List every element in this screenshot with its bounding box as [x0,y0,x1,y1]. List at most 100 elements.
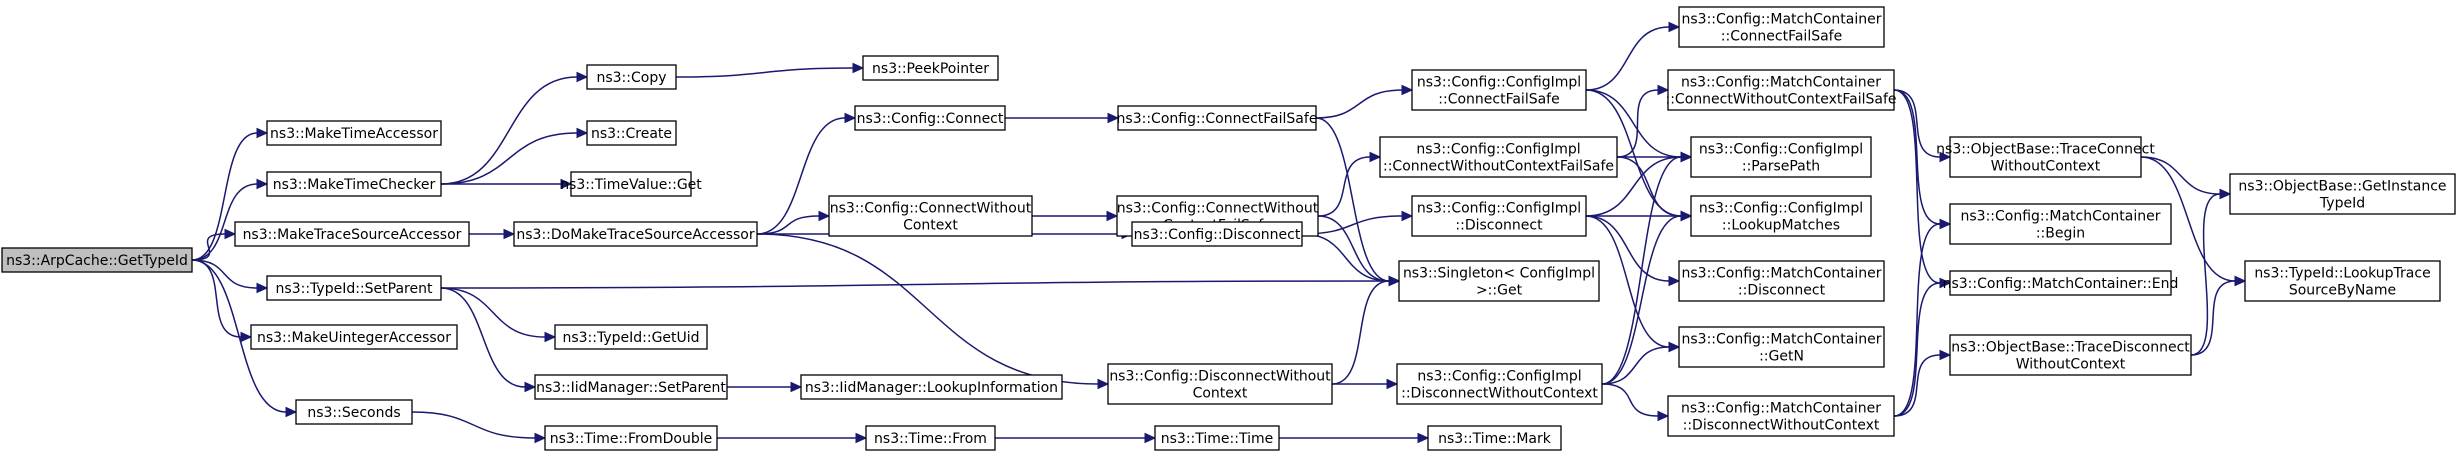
edge-cdwc-to-cidwc [1331,378,1399,390]
edge-obtcwc-to-obgit [2140,156,2232,200]
node-ns3-iidmanager-lookupinformation[interactable]: ns3::IidManager::LookupInformation [800,374,1063,400]
node-ns3-create[interactable]: ns3::Create [586,120,677,146]
edge-root-to-mtc [191,178,269,261]
node-label: ::LookupMatches [1722,218,1840,234]
node-ns3-config-connectfailsafe[interactable]: ns3::Config::ConnectFailSafe [1117,105,1318,131]
node-ns3-singleton-configimpl-get[interactable]: ns3::Singleton< ConfigImpl>::Get [1398,260,1600,302]
edge-obtdwc-to-obgit [2190,188,2232,356]
node-ns3-config-connect[interactable]: ns3::Config::Connect [854,105,1006,131]
node-ns3-seconds[interactable]: ns3::Seconds [295,399,413,425]
node-label: ns3::Config::ConfigImpl [1699,142,1863,158]
node-ns3-config-configimpl-connectfailsafe[interactable]: ns3::Config::ConfigImpl::ConnectFailSafe [1411,69,1587,111]
node-ns3-config-matchcontainer-getn[interactable]: ns3::Config::MatchContainer::GetN [1678,326,1885,368]
node-label: ::ConnectWithoutContextFailSafe [1383,159,1614,175]
node-label: ns3::TypeId::LookupTrace [2254,266,2430,282]
node-ns3-config-connectwithout-context[interactable]: ns3::Config::ConnectWithoutContext [828,195,1033,237]
node-label: ns3::PeekPointer [872,61,989,77]
node-ns3-config-configimpl-connectwithoutcontextfailsafe[interactable]: ns3::Config::ConfigImpl::ConnectWithoutC… [1379,136,1618,178]
node-label: ns3::Config::Connect [857,111,1004,127]
node-label: ns3::Singleton< ConfigImpl [1403,266,1595,282]
edge-fromdouble-to-tfrom [716,432,868,444]
node-ns3-config-matchcontainer-disconnect[interactable]: ns3::Config::MatchContainer::Disconnect [1678,260,1885,302]
edge-root-to-sec [191,259,298,418]
node-ns3-domaketracesourceaccessor[interactable]: ns3::DoMakeTraceSourceAccessor [513,221,758,247]
node-ns3-maketimeaccessor[interactable]: ns3::MakeTimeAccessor [266,120,442,146]
edge-dmtsa-to-ccwc [756,210,831,235]
node-label: ns3::MakeTimeAccessor [270,126,438,142]
edge-mtc-to-copy [440,71,589,185]
edge-dmtsa-to-cconnect [756,112,857,235]
node-label: ::Disconnect [1738,283,1826,299]
node-ns3-maketimechecker[interactable]: ns3::MakeTimeChecker [266,171,442,197]
edge-cicwcfs-to-mccwcfs [1616,84,1670,158]
node-label: ns3::Seconds [307,405,400,421]
node-ns3-objectbase-traceconnect-withoutcontext[interactable]: ns3::ObjectBase::TraceConnectWithoutCont… [1936,136,2155,178]
node-label: ns3::Copy [596,70,666,86]
edge-sp-to-iidsp [440,287,537,393]
node-ns3-time-mark[interactable]: ns3::Time::Mark [1427,425,1562,451]
edge-cconnect-to-ccfs [1005,112,1120,124]
node-label: ns3::Config::MatchContainer [1682,332,1882,348]
node-ns3-config-matchcontainer-connectwithoutcontextfailsafe[interactable]: ns3::Config::MatchContainer::ConnectWith… [1665,69,1897,111]
node-label: ns3::DoMakeTraceSourceAccessor [516,227,754,243]
edge-cdwc-to-singleton [1331,275,1401,385]
node-label: Context [1193,386,1248,402]
node-ns3-time-fromdouble[interactable]: ns3::Time::FromDouble [544,425,718,451]
node-label: ns3::Config::ConfigImpl [1699,201,1863,217]
call-nodes: ns3::ArpCache::GetTypeId ns3::MakeTimeAcc… [1,6,2456,451]
node-label: ns3::Create [591,126,672,142]
node-label: ns3::Config::DisconnectWithout [1109,369,1331,385]
node-label: ns3::Time::Time [1161,431,1273,447]
node-label: SourceByName [2289,283,2396,299]
edge-dmtsa-to-cdwc [756,233,1110,390]
node-ns3-copy[interactable]: ns3::Copy [586,64,677,90]
node-label: ns3::TypeId::GetUid [562,330,699,346]
node-label: ns3::IidManager::SetParent [536,380,726,396]
node-ns3-config-configimpl-lookupmatches[interactable]: ns3::Config::ConfigImpl::LookupMatches [1690,195,1872,237]
edge-ccwc-to-ccwcfs [1031,210,1119,222]
node-label: ns3::Config::ConfigImpl [1417,201,1581,217]
node-ns3-objectbase-tracedisconnect-withoutcontext[interactable]: ns3::ObjectBase::TraceDisconnectWithoutC… [1949,334,2192,376]
node-ns3-time-time[interactable]: ns3::Time::Time [1154,425,1280,451]
node-ns3-arpcache-gettypeid[interactable]: ns3::ArpCache::GetTypeId [1,247,193,273]
edge-cidwc-to-mcdwc [1601,383,1670,422]
node-ns3-config-disconnectwithout-context[interactable]: ns3::Config::DisconnectWithoutContext [1107,363,1333,405]
node-ns3-timevalue-get[interactable]: ns3::TimeValue::Get [560,171,702,197]
edge-mcdwc-to-obtdwc [1893,349,1952,417]
edge-obtdwc-to-tidlts [2190,275,2247,356]
node-ns3-config-configimpl-disconnectwithoutcontext[interactable]: ns3::Config::ConfigImpl::DisconnectWitho… [1396,363,1603,405]
node-ns3-maketracesourceaccessor[interactable]: ns3::MakeTraceSourceAccessor [234,221,470,247]
node-ns3-time-from[interactable]: ns3::Time::From [865,425,996,451]
node-label: TypeId [2319,196,2365,212]
edge-mcdwc-to-mcbegin [1893,218,1952,417]
edge-mccwcfs-to-obtcwc [1893,89,1952,163]
node-ns3-iidmanager-setparent[interactable]: ns3::IidManager::SetParent [534,374,728,400]
edge-cidwc-to-mcgetn [1601,341,1681,385]
node-ns3-peekpointer[interactable]: ns3::PeekPointer [862,55,999,81]
edge-root-to-mua [191,259,253,343]
node-ns3-config-configimpl-disconnect[interactable]: ns3::Config::ConfigImpl::Disconnect [1411,195,1587,237]
node-ns3-config-configimpl-parsepath[interactable]: ns3::Config::ConfigImpl::ParsePath [1690,136,1872,178]
node-label: ns3::Config::Disconnect [1134,227,1301,243]
node-ns3-typeid-setparent[interactable]: ns3::TypeId::SetParent [266,275,442,301]
node-ns3-config-matchcontainer-disconnectwithoutcontext[interactable]: ns3::Config::MatchContainer::DisconnectW… [1667,395,1895,437]
node-label: WithoutContext [1991,159,2101,175]
edge-root-to-mtsa [191,228,237,261]
edge-tfrom-to-ttime [994,432,1157,444]
node-ns3-config-matchcontainer-connectfailsafe[interactable]: ns3::Config::MatchContainer::ConnectFail… [1678,6,1885,48]
node-label: ::Begin [2036,226,2085,242]
node-ns3-typeid-getuid[interactable]: ns3::TypeId::GetUid [554,324,708,350]
node-label: ns3::IidManager::LookupInformation [805,380,1058,396]
node-ns3-config-matchcontainer-end[interactable]: ns3::Config::MatchContainer::End [1943,270,2179,296]
edge-mtsa-to-dmtsa [469,228,516,240]
node-ns3-config-matchcontainer-begin[interactable]: ns3::Config::MatchContainer::Begin [1949,203,2172,245]
node-label: ::DisconnectWithoutContext [1401,386,1598,402]
node-label: ns3::ObjectBase::TraceDisconnect [1951,340,2190,356]
node-label: ::ConnectFailSafe [1721,29,1842,45]
node-ns3-config-disconnect[interactable]: ns3::Config::Disconnect [1131,221,1303,247]
node-ns3-makeuintegeraccessor[interactable]: ns3::MakeUintegerAccessor [250,324,458,350]
node-label: ns3::Config::MatchContainer [1961,209,2161,225]
